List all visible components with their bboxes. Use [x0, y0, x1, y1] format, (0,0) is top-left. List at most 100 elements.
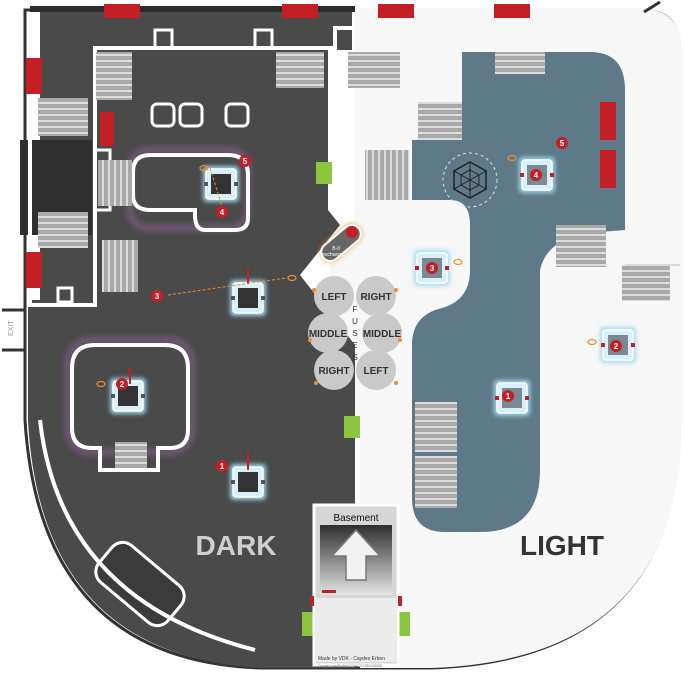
red-door-7	[600, 102, 616, 140]
light-marker-3-label: 3	[430, 264, 435, 273]
eye-marker-icon	[199, 164, 209, 172]
flare-pin-icon	[346, 226, 358, 238]
exchange-line1: B-Il	[332, 246, 340, 252]
web-line-3	[453, 170, 487, 190]
fuse-panel: LEFT MIDDLE RIGHT RIGHT MIDDLE LEFT F U …	[308, 276, 402, 390]
fuse-pin-1	[312, 288, 316, 292]
dark-marker-1-label: 1	[220, 462, 225, 471]
stairs-15	[115, 442, 147, 468]
arrow-up-icon	[330, 528, 382, 581]
stairs-1	[96, 52, 132, 100]
fuse-pin-5	[314, 381, 318, 385]
red-door-1	[104, 4, 140, 18]
stairs-10	[495, 52, 545, 74]
exit-label: EXIT	[8, 320, 15, 336]
stairs-14	[415, 456, 457, 508]
top-notch-left	[153, 28, 174, 48]
dark-marker-3-label: 3	[155, 292, 160, 301]
light-marker-2[interactable]: 2	[610, 340, 622, 352]
red-door-3	[378, 4, 414, 18]
basement-label: Basement	[333, 513, 378, 524]
light-markers: 5 4 3 2 1	[414, 137, 636, 416]
fuse-pin-3	[308, 338, 312, 342]
outer-curve-dark	[38, 419, 256, 652]
basement[interactable]: Basement Made by VDK - Caydes Erben Goog…	[310, 503, 402, 668]
credits-line1: Made by VDK - Caydes Erben	[318, 656, 385, 662]
window-1	[150, 102, 176, 128]
dark-spot-lower-box[interactable]	[110, 378, 146, 414]
stairs-5	[98, 160, 132, 206]
basement-floor	[316, 598, 396, 662]
stairs-9	[365, 150, 409, 200]
basement-door-left	[310, 596, 314, 606]
light-marker-5[interactable]: 5	[556, 137, 568, 149]
fuse-circle-right-2	[362, 313, 402, 353]
fuse-circle-right-3	[356, 350, 396, 390]
fuse-left-3: RIGHT	[318, 366, 349, 377]
fuse-pin-4	[398, 338, 402, 342]
spider-web-icon	[442, 152, 498, 208]
stairs-4	[38, 212, 88, 248]
exchange-line2: exchange	[322, 252, 344, 258]
stairs-7	[348, 52, 400, 88]
exchange-point[interactable]: B-Il exchange	[315, 219, 367, 268]
left-notch	[56, 286, 74, 304]
zone-label-light: LIGHT	[520, 530, 604, 561]
red-door-9	[100, 112, 114, 146]
dark-marker-3[interactable]: 3	[151, 290, 163, 302]
fuse-letter-1: F	[353, 305, 358, 314]
stairs-6	[102, 240, 138, 292]
red-door-5	[26, 58, 42, 94]
fuse-right-3: LEFT	[364, 366, 389, 377]
light-marker-5-label: 5	[560, 139, 565, 148]
green-door-1	[316, 162, 332, 184]
fuse-right-1: RIGHT	[360, 292, 391, 303]
basement-door-right	[398, 596, 402, 606]
light-marker-1[interactable]: 1	[502, 390, 514, 402]
red-door-8	[600, 150, 616, 188]
green-door-2	[344, 416, 360, 438]
dark-marker-2-label: 2	[120, 380, 125, 389]
fuse-circle-left-2	[308, 313, 348, 353]
light-marker-3[interactable]: 3	[426, 262, 438, 274]
light-marker-4[interactable]: 4	[530, 169, 542, 181]
stairs-2	[276, 52, 324, 88]
fuse-circle-right-1	[356, 276, 396, 316]
dark-marker-5[interactable]: 5	[239, 155, 251, 167]
eye-marker-icon	[453, 258, 463, 266]
dark-marker-2[interactable]: 2	[116, 378, 128, 390]
stairs-11	[556, 225, 606, 267]
room-lower	[70, 343, 190, 472]
water-pool	[412, 52, 625, 532]
red-door-4	[494, 4, 530, 18]
fuse-pin-6	[394, 381, 398, 385]
stairs-8	[418, 102, 462, 140]
zone-label-dark: DARK	[196, 530, 277, 561]
fuse-letter-2: U	[352, 317, 358, 326]
dark-spot-center-box[interactable]	[230, 280, 266, 316]
window-3	[224, 102, 250, 128]
dark-path-4	[209, 167, 223, 207]
dark-marker-4[interactable]: 4	[216, 206, 228, 218]
eye-marker-icon	[96, 380, 106, 388]
dark-spot-top-box[interactable]	[203, 166, 239, 202]
red-door-6	[26, 252, 42, 288]
dark-marker-1[interactable]: 1	[216, 460, 228, 472]
stairs-13	[415, 402, 457, 452]
fuse-left-2: MIDDLE	[309, 329, 348, 340]
left-corridor-wall	[28, 26, 352, 307]
top-wall	[30, 6, 355, 12]
dark-markers: 5 4 3 2 1	[96, 155, 297, 500]
red-door-2	[282, 4, 318, 18]
fuse-letter-5: S	[352, 353, 357, 362]
eye-marker-icon	[507, 154, 517, 162]
slanted-block	[94, 540, 186, 628]
fuse-circle-left-1	[314, 276, 354, 316]
dark-marker-5-label: 5	[243, 157, 248, 166]
dark-marker-4-label: 4	[220, 208, 225, 217]
stairs-12	[622, 265, 670, 301]
top-notch-right	[253, 28, 274, 48]
fuse-pin-2	[394, 288, 398, 292]
